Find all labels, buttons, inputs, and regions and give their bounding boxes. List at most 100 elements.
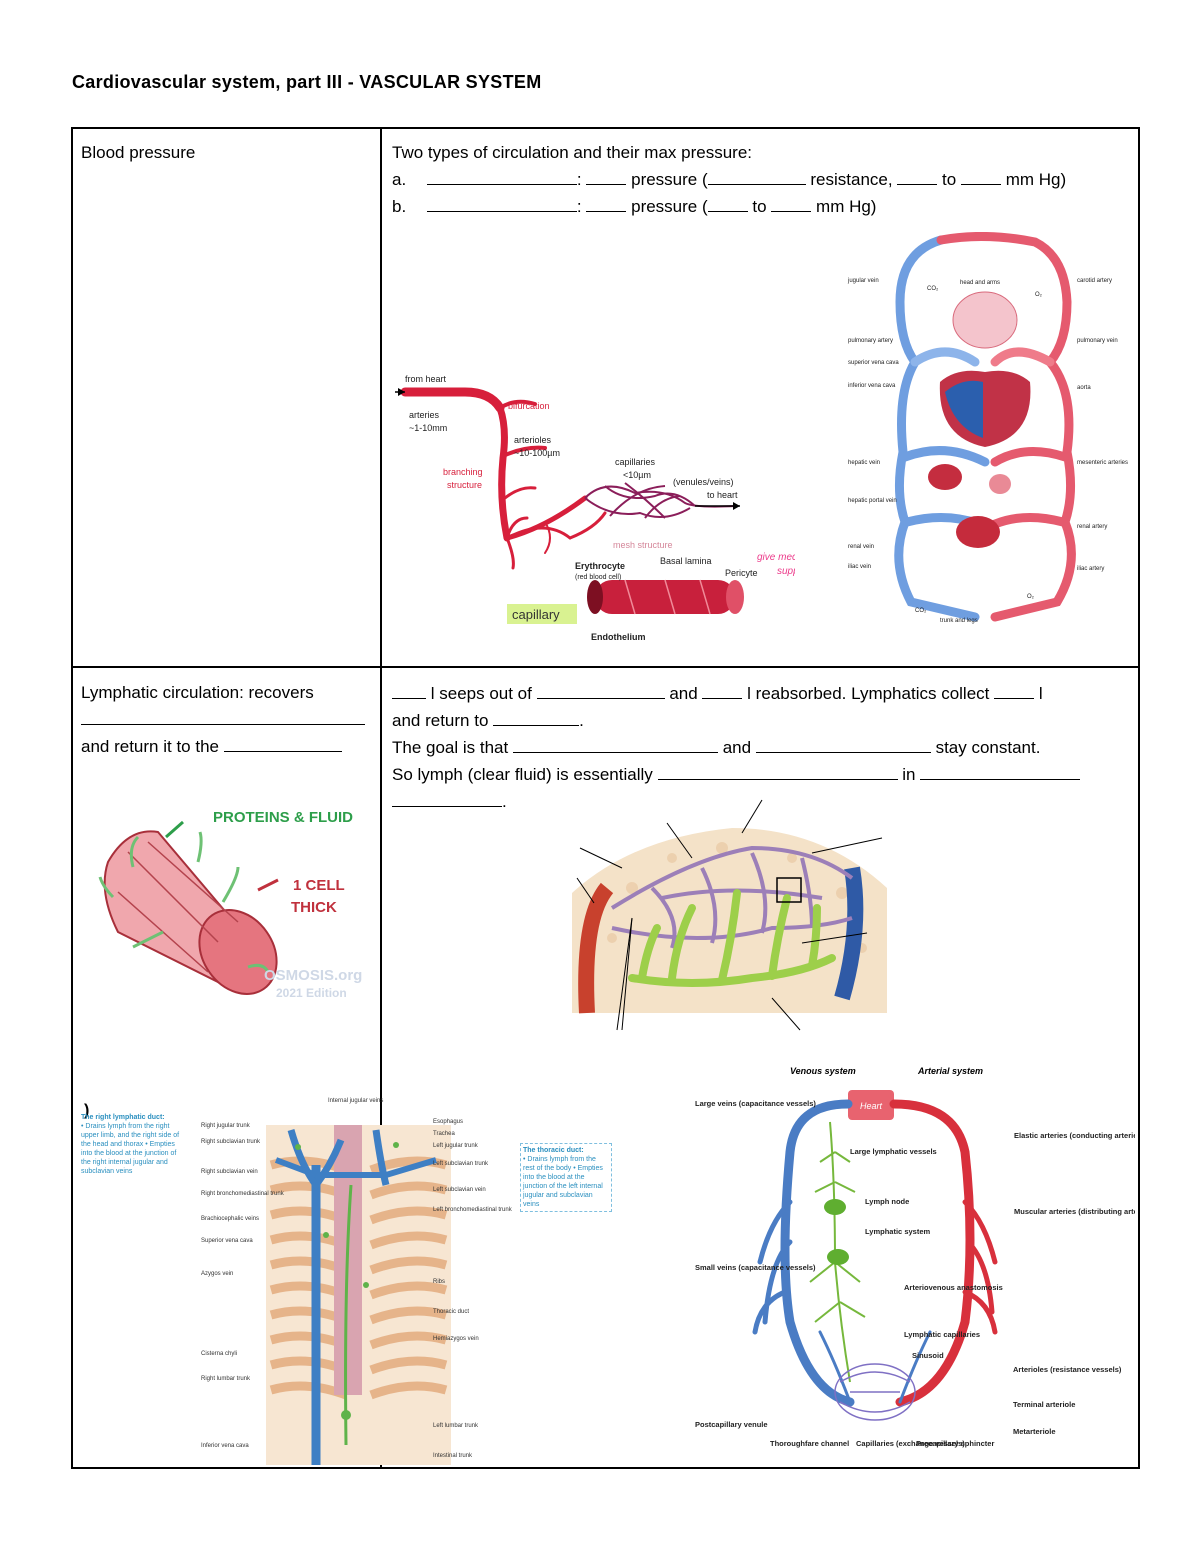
- blank-field[interactable]: [586, 166, 627, 185]
- row-b-letter: b.: [392, 197, 407, 216]
- label-precapillary-sphincter: Precapillary sphincter: [916, 1439, 994, 1448]
- label-right-subclavian-trunk: Right subclavian trunk: [201, 1139, 261, 1145]
- row-a-text: resistance,: [810, 170, 893, 189]
- label-erythrocyte: Erythrocyte: [575, 561, 625, 571]
- label-to-heart: to heart: [707, 490, 738, 500]
- blank-field[interactable]: [426, 193, 577, 212]
- artery-path: [568, 511, 607, 540]
- label-mesh: mesh structure: [613, 540, 673, 550]
- blank-field[interactable]: [702, 680, 743, 699]
- handwritten-note: support: [777, 566, 795, 577]
- label-left-bronchomediastinal-trunk: Left bronchomediastinal trunk: [433, 1207, 513, 1213]
- lymph-text: l reabsorbed. Lymphatics collect: [747, 684, 990, 703]
- blank-field[interactable]: [707, 193, 748, 212]
- label-left-subclavian-vein: Left subclavian vein: [433, 1187, 486, 1193]
- label-thoracic-duct: Thoracic duct: [433, 1309, 469, 1315]
- row-a: a. : pressure ( resistance, to mm Hg): [392, 166, 1132, 193]
- blank-field[interactable]: [512, 734, 718, 753]
- label-heart: Heart: [860, 1101, 883, 1111]
- blank-field[interactable]: [994, 680, 1035, 699]
- label-right-subclavian-vein: Right subclavian vein: [201, 1169, 258, 1175]
- blank-field[interactable]: [755, 734, 931, 753]
- label-internal-jugular: Internal jugular veins: [328, 1098, 383, 1104]
- worksheet-table: [71, 127, 1140, 1469]
- label-arteries: arteries: [409, 410, 440, 420]
- label-thick: THICK: [291, 899, 337, 916]
- row-a-text: mm Hg): [1005, 170, 1067, 189]
- circulation-loop-figure: jugular vein head and arms CO₂ O₂ caroti…: [847, 232, 1128, 624]
- lymph-text: stay constant.: [935, 738, 1041, 757]
- label-elastic-arteries: Elastic arteries (conducting arteries): [1014, 1131, 1135, 1140]
- label-lymphatic-capillaries: Lymphatic capillaries: [904, 1330, 980, 1339]
- label-postcapillary-venule: Postcapillary venule: [695, 1420, 768, 1429]
- artery-path: [544, 521, 551, 554]
- artery-path: [505, 516, 529, 540]
- label-capillaries: capillaries: [615, 457, 656, 467]
- artery-path: [498, 399, 537, 410]
- label-co2: CO₂: [915, 608, 927, 614]
- arrow-head: [733, 502, 740, 510]
- label-right-lumbar-trunk: Right lumbar trunk: [201, 1376, 251, 1382]
- label-venous-system: Venous system: [790, 1066, 856, 1076]
- blank-field[interactable]: [586, 193, 627, 212]
- label-structure: structure: [447, 480, 482, 490]
- blank-field[interactable]: [536, 680, 665, 699]
- blank-field[interactable]: [223, 733, 342, 752]
- label-metarteriole: Metarteriole: [1013, 1427, 1056, 1436]
- row-divider: [71, 666, 1140, 668]
- capillary-bed: [834, 1363, 916, 1421]
- row-b: b. : pressure ( to mm Hg): [392, 193, 1132, 220]
- blood-pressure-label: Blood pressure: [81, 143, 196, 162]
- label-hemiazygos-vein: Hemiazygos vein: [433, 1336, 479, 1342]
- label-trachea: Trachea: [433, 1131, 455, 1137]
- label-aorta: aorta: [1077, 385, 1091, 391]
- blank-field[interactable]: [960, 166, 1001, 185]
- lymph-text: and return to: [392, 711, 489, 730]
- blank-field[interactable]: [493, 707, 580, 726]
- arteriole-vessel: [578, 882, 614, 1014]
- blank-field[interactable]: [392, 788, 502, 807]
- lymph-capillary-bed-figure: [572, 799, 887, 1031]
- large-vein: [780, 1099, 855, 1407]
- osmosis-edition: 2021 Edition: [276, 986, 347, 1000]
- label-one-cell: 1 CELL: [293, 877, 345, 894]
- lymph-text: l: [1038, 684, 1043, 703]
- label-o2: O₂: [1035, 292, 1043, 298]
- kidneys-shape: [956, 516, 1000, 548]
- blank-field[interactable]: [897, 166, 938, 185]
- blank-field[interactable]: [392, 680, 426, 699]
- row-a-letter: a.: [392, 170, 407, 189]
- label-carotid-artery: carotid artery: [1077, 278, 1112, 284]
- label-esophagus: Esophagus: [433, 1119, 463, 1125]
- artery-path: [496, 404, 511, 542]
- label-proteins-fluid: PROTEINS & FLUID: [213, 809, 353, 826]
- intestine-shape: [989, 474, 1011, 494]
- label-inferior-vena-cava: Inferior vena cava: [201, 1443, 249, 1449]
- figure-marker: ): [84, 1102, 89, 1119]
- lymph-capillary-network: [628, 889, 836, 987]
- label-pulmonary-vein: pulmonary vein: [1077, 338, 1118, 344]
- blank-field[interactable]: [81, 706, 365, 725]
- blank-field[interactable]: [771, 193, 812, 212]
- capillary-mesh: [604, 485, 696, 507]
- label-capillaries-size: <10µm: [623, 470, 651, 480]
- label-left-lumbar-trunk: Left lumbar trunk: [433, 1423, 479, 1429]
- label-endothelium: Endothelium: [591, 632, 646, 642]
- label-large-lymph-vessels: Large lymphatic vessels: [850, 1147, 937, 1156]
- label-head-arms: head and arms: [960, 280, 1000, 286]
- artery-path: [503, 486, 537, 500]
- blank-field[interactable]: [920, 761, 1081, 780]
- label-left-jugular-trunk: Left jugular trunk: [433, 1143, 479, 1149]
- artery-path: [501, 445, 547, 458]
- right-duct-title: The right lymphatic duct:: [81, 1114, 165, 1121]
- label-iliac-vein: iliac vein: [848, 564, 871, 570]
- label-capillary: capillary: [512, 607, 560, 622]
- blank-field[interactable]: [657, 761, 898, 780]
- label-azygos-vein: Azygos vein: [201, 1271, 233, 1277]
- blank-field[interactable]: [707, 166, 806, 185]
- label-lymphatic-system: Lymphatic system: [865, 1227, 930, 1236]
- lymph-text: The goal is that: [392, 738, 509, 757]
- blank-field[interactable]: [426, 166, 577, 185]
- label-mesenteric-arteries: mesenteric arteries: [1077, 460, 1128, 466]
- artery-branch: [990, 347, 1055, 367]
